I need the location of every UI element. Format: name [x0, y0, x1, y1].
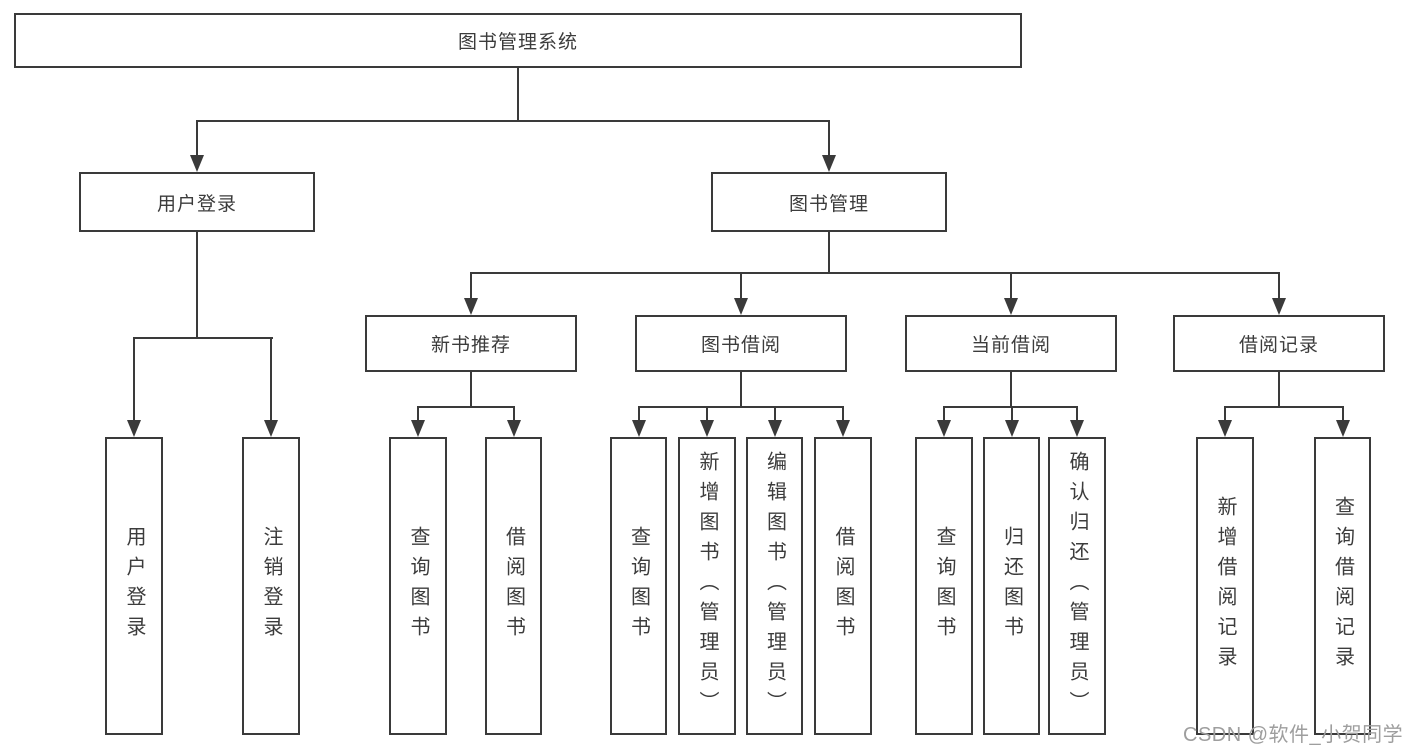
leaf-borrow-query: 查询图书 — [610, 437, 667, 735]
node-book-borrow: 图书借阅 — [635, 315, 847, 372]
arrow-down-icon — [1336, 420, 1350, 437]
arrow-down-icon — [700, 420, 714, 437]
connector-l3-stem — [470, 372, 472, 408]
connector-leaf-drop — [638, 406, 640, 422]
node-borrow-records: 借阅记录 — [1173, 315, 1385, 372]
leaf-records-query-label: 查询借阅记录 — [1331, 496, 1354, 676]
arrow-down-icon — [734, 298, 748, 315]
arrow-down-icon — [507, 420, 521, 437]
leaf-newbook-query-label: 查询图书 — [407, 526, 429, 646]
node-book-borrow-label: 图书借阅 — [700, 335, 781, 356]
connector-l3-stem — [740, 372, 742, 408]
connector-leaf-drop — [133, 337, 135, 423]
connector-newbook-bar — [417, 406, 515, 408]
leaf-newbook-borrow-label: 借阅图书 — [502, 526, 525, 646]
node-root: 图书管理系统 — [14, 13, 1022, 68]
connector-level2-bar — [196, 120, 830, 122]
leaf-borrow-query-label: 查询图书 — [627, 526, 650, 646]
node-user-login-label: 用户登录 — [156, 193, 237, 215]
connector-l3-drop — [740, 272, 742, 300]
arrow-down-icon — [768, 420, 782, 437]
leaf-logout: 注销登录 — [242, 437, 300, 735]
arrow-down-icon — [822, 155, 836, 172]
leaf-user-login-label: 用户登录 — [123, 526, 145, 646]
connector-level3-bar — [470, 272, 1280, 274]
connector-login-leaf-bar — [133, 337, 273, 339]
leaf-borrow-add: 新增图书（管理员） — [678, 437, 736, 735]
arrow-down-icon — [127, 420, 141, 437]
node-borrow-records-label: 借阅记录 — [1238, 335, 1319, 356]
node-book-management: 图书管理 — [711, 172, 947, 232]
node-current-borrow-label: 当前借阅 — [970, 335, 1051, 356]
connector-leaf-drop — [706, 406, 708, 422]
node-book-management-label: 图书管理 — [788, 193, 869, 215]
leaf-current-confirm: 确认归还（管理员） — [1048, 437, 1106, 735]
connector-leaf-drop — [1076, 406, 1078, 422]
connector-leaf-drop — [270, 337, 272, 423]
leaf-current-query-label: 查询图书 — [933, 526, 955, 646]
node-new-book-recommend: 新书推荐 — [365, 315, 577, 372]
connector-l3-stem — [1278, 372, 1280, 408]
arrow-down-icon — [1272, 298, 1286, 315]
leaf-current-confirm-label: 确认归还（管理员） — [1066, 451, 1088, 721]
watermark: CSDN @软件_小贺同学 — [1183, 724, 1404, 746]
connector-mgmt-drop — [828, 120, 830, 158]
connector-leaf-drop — [1011, 406, 1013, 422]
connector-l3-stem — [1010, 372, 1012, 408]
leaf-borrow-borrow: 借阅图书 — [814, 437, 872, 735]
node-current-borrow: 当前借阅 — [905, 315, 1117, 372]
arrow-down-icon — [464, 298, 478, 315]
connector-current-bar — [943, 406, 1078, 408]
arrow-down-icon — [632, 420, 646, 437]
leaf-records-add: 新增借阅记录 — [1196, 437, 1254, 735]
leaf-newbook-borrow: 借阅图书 — [485, 437, 542, 735]
arrow-down-icon — [1005, 420, 1019, 437]
node-user-login: 用户登录 — [79, 172, 315, 232]
connector-records-bar — [1224, 406, 1344, 408]
connector-l3-drop — [1278, 272, 1280, 300]
arrow-down-icon — [1070, 420, 1084, 437]
arrow-down-icon — [264, 420, 278, 437]
arrow-down-icon — [1004, 298, 1018, 315]
connector-leaf-drop — [842, 406, 844, 422]
connector-mgmt-stem — [828, 232, 830, 274]
arrow-down-icon — [836, 420, 850, 437]
leaf-records-add-label: 新增借阅记录 — [1214, 496, 1236, 676]
leaf-borrow-borrow-label: 借阅图书 — [832, 526, 854, 646]
leaf-records-query: 查询借阅记录 — [1314, 437, 1371, 735]
leaf-borrow-edit: 编辑图书（管理员） — [746, 437, 803, 735]
leaf-borrow-edit-label: 编辑图书（管理员） — [763, 451, 786, 721]
leaf-borrow-add-label: 新增图书（管理员） — [696, 451, 718, 721]
leaf-user-login: 用户登录 — [105, 437, 163, 735]
arrow-down-icon — [937, 420, 951, 437]
node-root-label: 图书管理系统 — [457, 32, 578, 53]
leaf-current-query: 查询图书 — [915, 437, 973, 735]
connector-leaf-drop — [417, 406, 419, 422]
connector-l3-drop — [470, 272, 472, 300]
connector-l3-drop — [1010, 272, 1012, 300]
arrow-down-icon — [411, 420, 425, 437]
leaf-logout-label: 注销登录 — [260, 526, 282, 646]
connector-login-stem — [196, 232, 198, 339]
connector-leaf-drop — [943, 406, 945, 422]
connector-borrow-bar — [638, 406, 844, 408]
connector-leaf-drop — [774, 406, 776, 422]
leaf-current-return: 归还图书 — [983, 437, 1040, 735]
connector-leaf-drop — [513, 406, 515, 422]
node-new-book-recommend-label: 新书推荐 — [430, 335, 511, 356]
arrow-down-icon — [1218, 420, 1232, 437]
connector-leaf-drop — [1224, 406, 1226, 422]
leaf-newbook-query: 查询图书 — [389, 437, 447, 735]
connector-root-stem — [517, 68, 519, 122]
connector-leaf-drop — [1342, 406, 1344, 422]
arrow-down-icon — [190, 155, 204, 172]
leaf-current-return-label: 归还图书 — [1000, 526, 1023, 646]
connector-login-drop — [196, 120, 198, 158]
